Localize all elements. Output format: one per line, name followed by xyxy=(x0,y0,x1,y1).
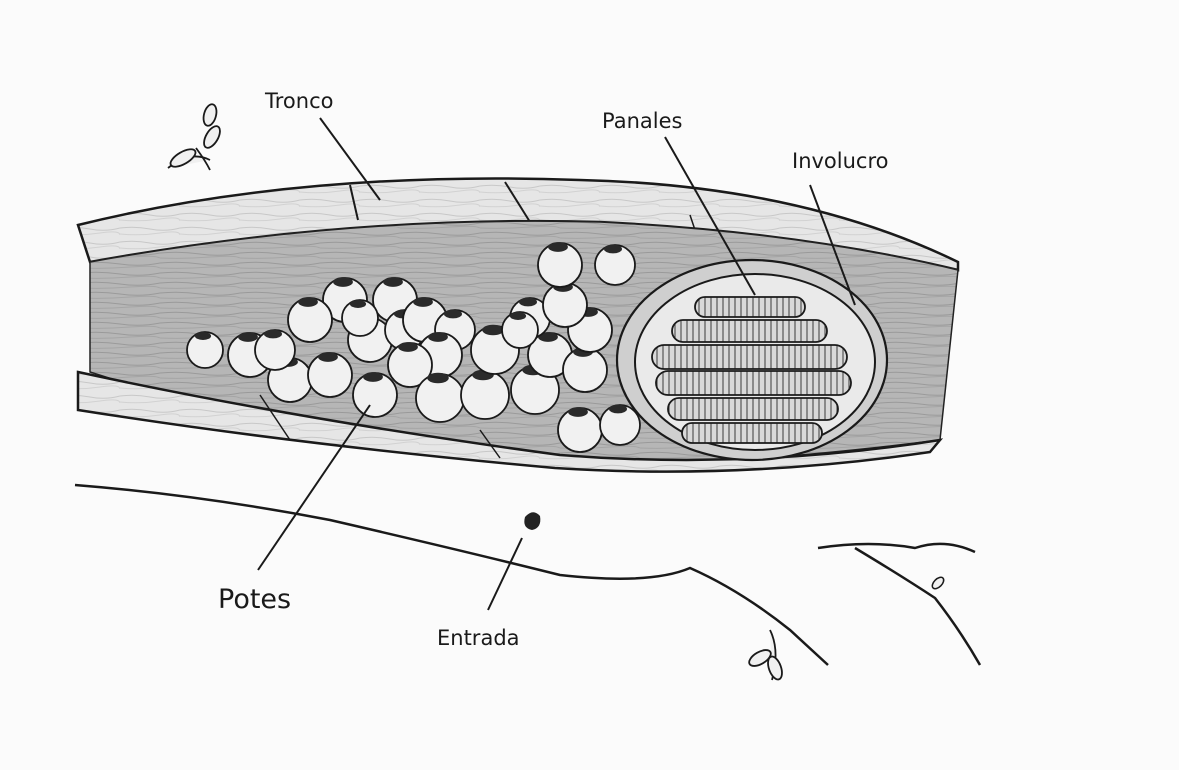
label-tronco: Tronco xyxy=(264,89,333,113)
storage-pot xyxy=(288,297,332,342)
storage-pot xyxy=(502,312,538,348)
storage-pot xyxy=(538,242,582,287)
storage-pot xyxy=(563,347,607,392)
storage-pot xyxy=(595,245,635,285)
leaf-sprout-icon xyxy=(168,103,223,170)
storage-pot xyxy=(558,407,602,452)
storage-pot xyxy=(308,352,352,397)
entrance-hole xyxy=(524,512,540,530)
label-potes: Potes xyxy=(218,584,291,615)
storage-pot xyxy=(600,405,640,445)
storage-pot xyxy=(543,282,587,327)
storage-pot xyxy=(187,332,223,368)
label-involucro: Involucro xyxy=(792,149,889,173)
leaf-sprout-icon xyxy=(930,575,946,591)
storage-pot xyxy=(255,330,295,370)
label-entrada: Entrada xyxy=(437,626,520,650)
trunk-outer-edge xyxy=(75,485,980,665)
storage-pot xyxy=(416,373,464,422)
label-panales: Panales xyxy=(602,109,682,133)
storage-pot xyxy=(353,372,397,417)
storage-pot xyxy=(461,370,509,419)
leaf-sprout-icon xyxy=(747,630,785,681)
storage-pot xyxy=(342,300,378,336)
